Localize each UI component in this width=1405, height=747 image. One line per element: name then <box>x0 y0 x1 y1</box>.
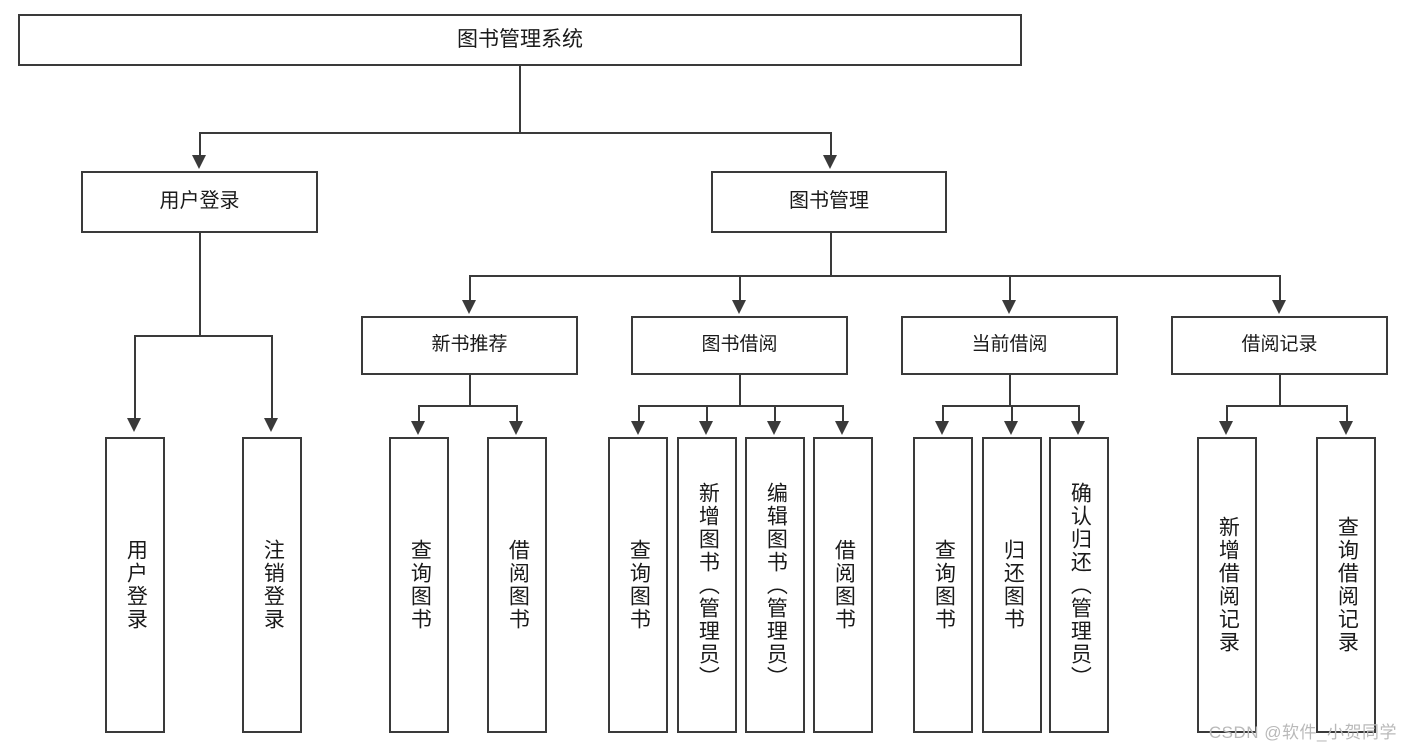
connector-nbr-stem <box>469 375 471 405</box>
connector-cb-leaf3 <box>1078 405 1080 423</box>
node-leaf-br-query-record[interactable]: 查询借阅记录 <box>1316 437 1376 733</box>
arrow-bb-leaf1 <box>631 421 645 435</box>
node-root[interactable]: 图书管理系统 <box>18 14 1022 66</box>
connector-root-bus <box>199 132 831 134</box>
connector-bb-leaf4 <box>842 405 844 423</box>
arrow-br-leaf2 <box>1339 421 1353 435</box>
node-leaf-cb-confirm-return-label: 确认归还（管理员） <box>1068 481 1092 689</box>
arrow-br-leaf1 <box>1219 421 1233 435</box>
connector-br-bus <box>1226 405 1346 407</box>
arrow-bm-to-borrow-record <box>1272 300 1286 314</box>
arrow-user-login-leaf1 <box>127 418 141 432</box>
arrow-root-to-book-manage <box>823 155 837 169</box>
connector-bb-stem <box>739 375 741 405</box>
node-new-book-rec[interactable]: 新书推荐 <box>361 316 578 375</box>
node-leaf-br-add-record[interactable]: 新增借阅记录 <box>1197 437 1257 733</box>
connector-book-manage-stem <box>830 233 832 275</box>
node-book-borrow-label: 图书借阅 <box>701 334 778 356</box>
connector-br-leaf2 <box>1346 405 1348 423</box>
node-root-label: 图书管理系统 <box>457 27 583 51</box>
arrow-bm-to-book-borrow <box>732 300 746 314</box>
node-leaf-bb-borrow-book[interactable]: 借阅图书 <box>813 437 873 733</box>
connector-bb-leaf1 <box>638 405 640 423</box>
arrow-bb-leaf3 <box>767 421 781 435</box>
connector-bb-leaf2 <box>706 405 708 423</box>
node-leaf-bb-query-book[interactable]: 查询图书 <box>608 437 668 733</box>
connector-user-login-stem <box>199 233 201 335</box>
arrow-nbr-leaf1 <box>411 421 425 435</box>
arrow-bb-leaf2 <box>699 421 713 435</box>
connector-bm-to-current-borrow <box>1009 275 1011 302</box>
connector-root-to-book-manage <box>830 132 832 157</box>
connector-bm-to-book-borrow <box>739 275 741 302</box>
node-leaf-br-query-record-label: 查询借阅记录 <box>1335 516 1359 654</box>
connector-user-login-leaf1 <box>134 335 136 420</box>
connector-nbr-bus <box>418 405 516 407</box>
arrow-cb-leaf2 <box>1004 421 1018 435</box>
node-leaf-nbr-query-book[interactable]: 查询图书 <box>389 437 449 733</box>
arrow-bm-to-new-book-rec <box>462 300 476 314</box>
node-leaf-bb-add-book[interactable]: 新增图书（管理员） <box>677 437 737 733</box>
connector-cb-bus <box>942 405 1078 407</box>
node-current-borrow-label: 当前借阅 <box>971 334 1048 356</box>
connector-root-stem <box>519 66 521 132</box>
arrow-bb-leaf4 <box>835 421 849 435</box>
connector-br-stem <box>1279 375 1281 405</box>
node-leaf-user-login[interactable]: 用户登录 <box>105 437 165 733</box>
node-leaf-br-add-record-label: 新增借阅记录 <box>1216 516 1240 654</box>
connector-bb-leaf3 <box>774 405 776 423</box>
node-user-login[interactable]: 用户登录 <box>81 171 318 233</box>
connector-cb-leaf2 <box>1011 405 1013 423</box>
node-leaf-nbr-borrow-book[interactable]: 借阅图书 <box>487 437 547 733</box>
connector-cb-stem <box>1009 375 1011 405</box>
node-leaf-logout[interactable]: 注销登录 <box>242 437 302 733</box>
connector-nbr-leaf2 <box>516 405 518 423</box>
node-leaf-bb-query-book-label: 查询图书 <box>627 539 651 631</box>
node-leaf-cb-query-book-label: 查询图书 <box>932 539 956 631</box>
connector-cb-leaf1 <box>942 405 944 423</box>
arrow-cb-leaf1 <box>935 421 949 435</box>
node-leaf-bb-edit-book[interactable]: 编辑图书（管理员） <box>745 437 805 733</box>
connector-user-login-bus <box>134 335 271 337</box>
node-leaf-nbr-query-book-label: 查询图书 <box>408 539 432 631</box>
node-leaf-cb-return-book-label: 归还图书 <box>1001 539 1025 631</box>
node-leaf-bb-add-book-label: 新增图书（管理员） <box>696 481 720 689</box>
connector-br-leaf1 <box>1226 405 1228 423</box>
arrow-root-to-user-login <box>192 155 206 169</box>
connector-user-login-leaf2 <box>271 335 273 420</box>
node-book-manage[interactable]: 图书管理 <box>711 171 947 233</box>
node-leaf-nbr-borrow-book-label: 借阅图书 <box>506 539 530 631</box>
node-leaf-bb-edit-book-label: 编辑图书（管理员） <box>764 481 788 689</box>
node-borrow-record[interactable]: 借阅记录 <box>1171 316 1388 375</box>
csdn-watermark: CSDN @软件_小贺同学 <box>1208 723 1397 742</box>
node-leaf-cb-return-book[interactable]: 归还图书 <box>982 437 1042 733</box>
node-current-borrow[interactable]: 当前借阅 <box>901 316 1118 375</box>
connector-bm-to-borrow-record <box>1279 275 1281 302</box>
node-user-login-label: 用户登录 <box>159 190 240 213</box>
arrow-bm-to-current-borrow <box>1002 300 1016 314</box>
node-leaf-bb-borrow-book-label: 借阅图书 <box>832 539 856 631</box>
node-leaf-logout-label: 注销登录 <box>261 539 285 631</box>
connector-bm-to-new-book-rec <box>469 275 471 302</box>
node-borrow-record-label: 借阅记录 <box>1241 334 1318 356</box>
node-leaf-user-login-label: 用户登录 <box>124 539 148 631</box>
connector-bb-bus <box>638 405 842 407</box>
node-book-manage-label: 图书管理 <box>789 190 869 213</box>
connector-book-manage-bus <box>469 275 1281 277</box>
node-book-borrow[interactable]: 图书借阅 <box>631 316 848 375</box>
arrow-cb-leaf3 <box>1071 421 1085 435</box>
connector-nbr-leaf1 <box>418 405 420 423</box>
arrow-user-login-leaf2 <box>264 418 278 432</box>
connector-root-to-user-login <box>199 132 201 157</box>
node-new-book-rec-label: 新书推荐 <box>431 334 508 356</box>
node-leaf-cb-query-book[interactable]: 查询图书 <box>913 437 973 733</box>
arrow-nbr-leaf2 <box>509 421 523 435</box>
node-leaf-cb-confirm-return[interactable]: 确认归还（管理员） <box>1049 437 1109 733</box>
